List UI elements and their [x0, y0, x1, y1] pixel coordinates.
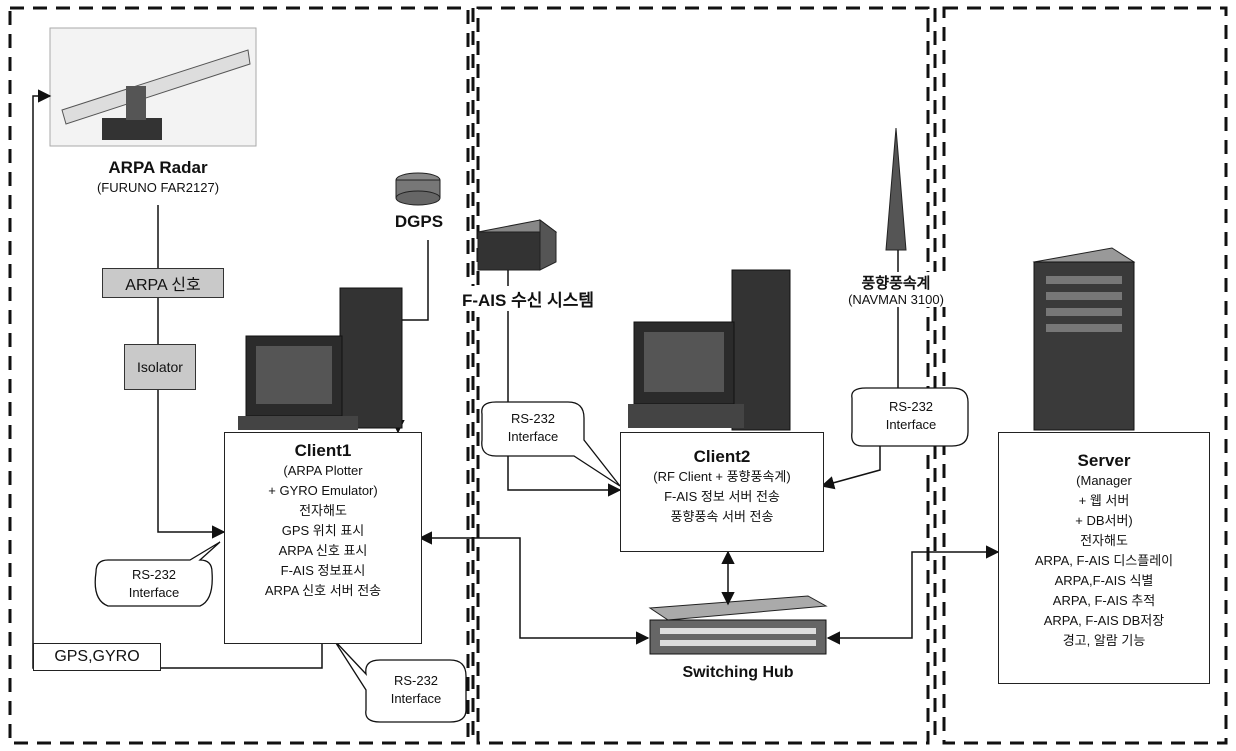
radar-image	[49, 27, 257, 147]
rs232-line: RS-232	[510, 411, 556, 426]
isolator-label: Isolator	[137, 359, 183, 375]
client1-box: Client1 (ARPA Plotter + GYRO Emulator) 전…	[224, 432, 422, 644]
client2-line: 풍향풍속 서버 전송	[670, 509, 774, 524]
server-line: ARPA,F-AIS 식별	[1054, 573, 1154, 588]
callout-bubble-d	[333, 639, 467, 723]
server-icon	[1032, 247, 1136, 431]
callout-bubble-b	[481, 401, 621, 487]
anemometer-title: 풍향풍속계	[826, 272, 966, 293]
server-line: 경고, 알람 기능	[1062, 633, 1146, 648]
arpa-signal-box: ARPA 신호	[102, 268, 224, 298]
region-client2	[476, 6, 930, 745]
client2-computer-icon	[628, 269, 791, 431]
rs232-callout-c: RS-232 Interface	[858, 398, 964, 434]
client1-line: ARPA 신호 표시	[278, 543, 368, 558]
rs232-line: Interface	[507, 429, 559, 444]
rs232-line: Interface	[128, 585, 180, 600]
arpa-signal-label: ARPA 신호	[125, 277, 201, 294]
client1-line: ARPA 신호 서버 전송	[264, 583, 382, 598]
server-line: ARPA, F-AIS DB저장	[1043, 613, 1165, 628]
client2-line: (RF Client + 풍향풍속계)	[653, 469, 791, 484]
dgps-icon	[395, 172, 441, 206]
client1-title: Client1	[294, 441, 352, 460]
server-line: ARPA, F-AIS 추적	[1052, 593, 1156, 608]
region-server	[942, 6, 1228, 745]
server-line: + 웹 서버	[1078, 493, 1130, 508]
server-line: (Manager	[1076, 473, 1132, 488]
dgps-label: DGPS	[394, 212, 444, 231]
client1-line: + GYRO Emulator)	[268, 483, 378, 498]
server-title: Server	[1077, 451, 1131, 470]
client2-box: Client2 (RF Client + 풍향풍속계) F-AIS 정보 서버 …	[620, 432, 824, 552]
callout-bubble-a	[94, 541, 221, 607]
switching-hub-icon	[648, 595, 828, 655]
rs232-line: RS-232	[131, 567, 177, 582]
client2-title: Client2	[693, 447, 751, 466]
anemometer-model: (NAVMAN 3100)	[826, 292, 966, 307]
rs232-line: Interface	[885, 417, 937, 432]
rs232-line: RS-232	[888, 399, 934, 414]
radar-model: (FURUNO FAR2127)	[96, 180, 220, 195]
rs232-line: RS-232	[393, 673, 439, 688]
rs232-callout-d: RS-232 Interface	[368, 672, 464, 708]
server-line: + DB서버)	[1075, 513, 1133, 528]
isolator-box: Isolator	[124, 344, 196, 390]
client1-line: 전자해도	[299, 503, 347, 518]
server-box: Server (Manager + 웹 서버 + DB서버) 전자해도 ARPA…	[998, 432, 1210, 684]
client1-line: F-AIS 정보표시	[280, 563, 366, 578]
switching-hub-label: Switching Hub	[682, 664, 794, 681]
client1-line: GPS 위치 표시	[281, 523, 365, 538]
fais-receiver-icon	[476, 219, 558, 271]
server-line: 전자해도	[1080, 533, 1128, 548]
client2-line: F-AIS 정보 서버 전송	[664, 489, 780, 504]
rs232-line: Interface	[390, 691, 442, 706]
client1-computer-icon	[238, 287, 403, 430]
client1-line: (ARPA Plotter	[283, 463, 363, 478]
callout-bubble-c	[851, 387, 969, 447]
server-line: ARPA, F-AIS 디스플레이	[1034, 553, 1174, 568]
fais-receiver-label: F-AIS 수신 시스템	[438, 286, 618, 311]
gps-gyro-box: GPS,GYRO	[33, 643, 161, 671]
gps-gyro-label: GPS,GYRO	[54, 648, 140, 665]
rs232-callout-a: RS-232 Interface	[108, 566, 200, 602]
antenna-icon	[885, 127, 907, 251]
radar-title: ARPA Radar	[108, 158, 208, 177]
rs232-callout-b: RS-232 Interface	[484, 410, 582, 446]
